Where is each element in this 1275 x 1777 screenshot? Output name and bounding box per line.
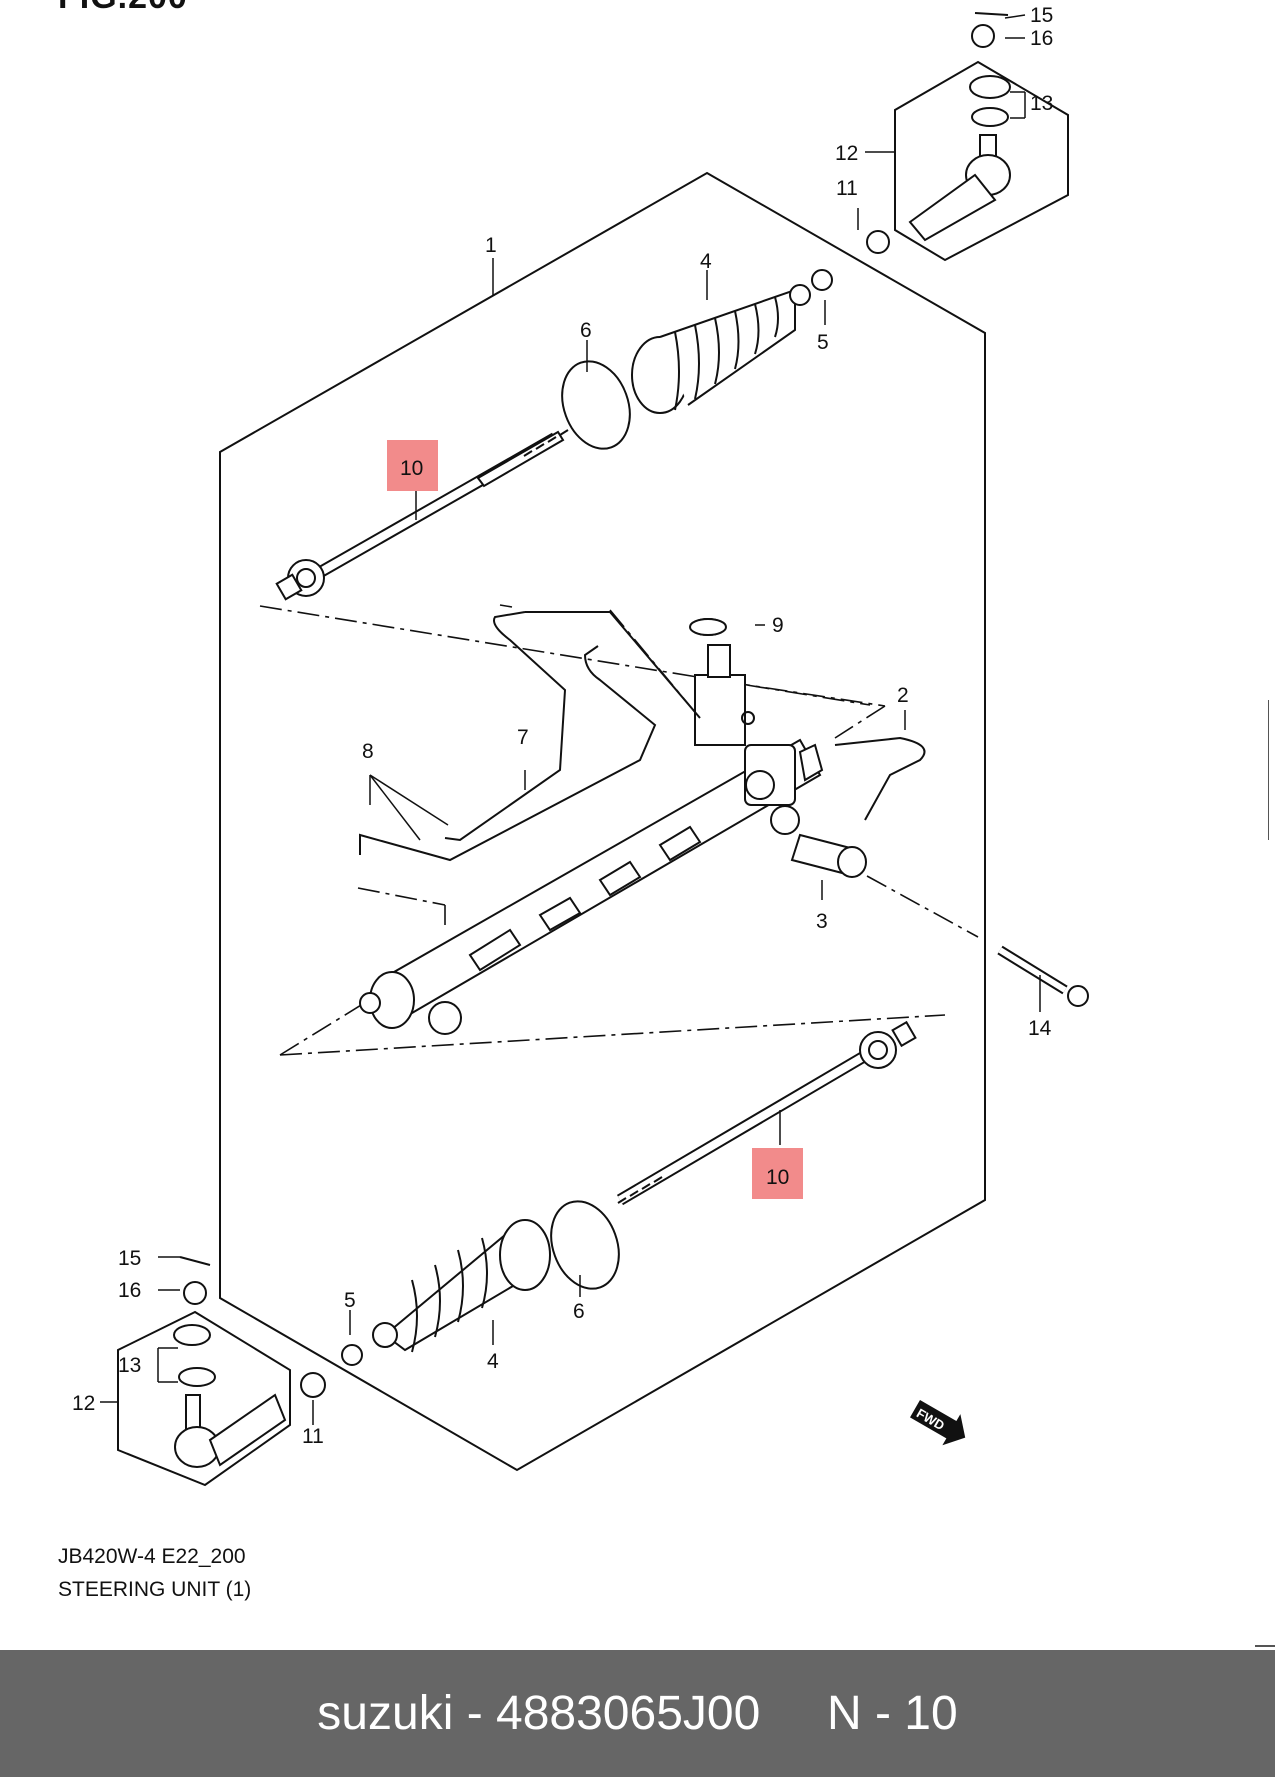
- callout-16-lower: 16: [118, 1279, 141, 1302]
- callout-10-lower: 10: [766, 1166, 789, 1189]
- callout-12-lower: 12: [72, 1392, 95, 1415]
- pipe-2: [834, 736, 926, 821]
- callout-1: 1: [485, 234, 497, 257]
- footer-gap: [760, 1686, 827, 1741]
- rack-boot-lower: [372, 1219, 551, 1353]
- exploded-view-svg: FWD 1 2 3 4 4 5 5 6 6 7 8 9 10 10 11 11 …: [72, 4, 1089, 1487]
- rack-housing: [359, 738, 824, 1035]
- callout-11-lower: 11: [302, 1425, 324, 1448]
- figure-code: JB420W-4 E22_200: [58, 1545, 246, 1568]
- callout-2: 2: [897, 684, 909, 707]
- callout-11-upper: 11: [836, 177, 858, 200]
- callout-12-upper: 12: [835, 142, 858, 165]
- footer-ref: N - 10: [826, 1687, 958, 1740]
- fwd-arrow-icon: FWD: [910, 1400, 966, 1446]
- figure-name: STEERING UNIT (1): [58, 1578, 252, 1601]
- callout-16-upper: 16: [1030, 27, 1053, 50]
- callout-4-lower: 4: [487, 1350, 499, 1373]
- footer-part-number: 4883065J00: [496, 1687, 761, 1740]
- figure-title: FIG.200: [58, 0, 188, 17]
- callout-3: 3: [816, 910, 828, 933]
- callout-13-upper: 13: [1030, 92, 1053, 115]
- rack-boot-upper: [631, 284, 811, 414]
- mounting-bolt: [997, 945, 1089, 1007]
- callout-15-upper: 15: [1030, 4, 1053, 27]
- mount-bushing: [790, 833, 867, 878]
- valve-cap: [689, 618, 727, 636]
- callout-14: 14: [1028, 1017, 1052, 1040]
- footer-brand: suzuki: [317, 1687, 454, 1740]
- boot-clamp-upper: [561, 360, 631, 450]
- scroll-edge-marker: [1268, 700, 1275, 840]
- callout-5-upper: 5: [817, 331, 829, 354]
- callout-10-upper: 10: [400, 457, 423, 480]
- highlight-box-upper: [387, 440, 438, 491]
- highlight-box-lower: [752, 1148, 803, 1199]
- callout-6-lower: 6: [573, 1300, 585, 1323]
- tie-rod-end-lower: [173, 269, 833, 1468]
- callout-4-upper: 4: [700, 250, 712, 273]
- valve-body: [690, 618, 755, 746]
- callout-7: 7: [517, 726, 529, 749]
- pipe-7: [444, 611, 567, 842]
- callout-15-lower: 15: [118, 1247, 141, 1270]
- assembly-frame: [219, 171, 986, 1472]
- inner-tie-rod-upper: [275, 429, 569, 601]
- parts-diagram: FIG.200: [58, 0, 1089, 1601]
- pipe-8: [359, 645, 657, 862]
- callout-9: 9: [772, 614, 784, 637]
- callout-13-lower: 13: [118, 1354, 141, 1377]
- footer-separator: -: [453, 1687, 497, 1740]
- tie-rod-end-box-upper: [894, 60, 1069, 262]
- tie-rod-end-upper: [866, 12, 1011, 254]
- edge-divider: [1255, 1645, 1275, 1647]
- callout-6-upper: 6: [580, 319, 592, 342]
- callout-8: 8: [362, 740, 374, 763]
- tie-rod-end-box-lower: [117, 1310, 291, 1487]
- inner-tie-rod-lower: [616, 1020, 917, 1206]
- footer-bar: suzuki - 4883065J00 N - 10: [0, 1650, 1275, 1777]
- boot-clamp-lower: [550, 1200, 620, 1290]
- callout-5-lower: 5: [344, 1289, 356, 1312]
